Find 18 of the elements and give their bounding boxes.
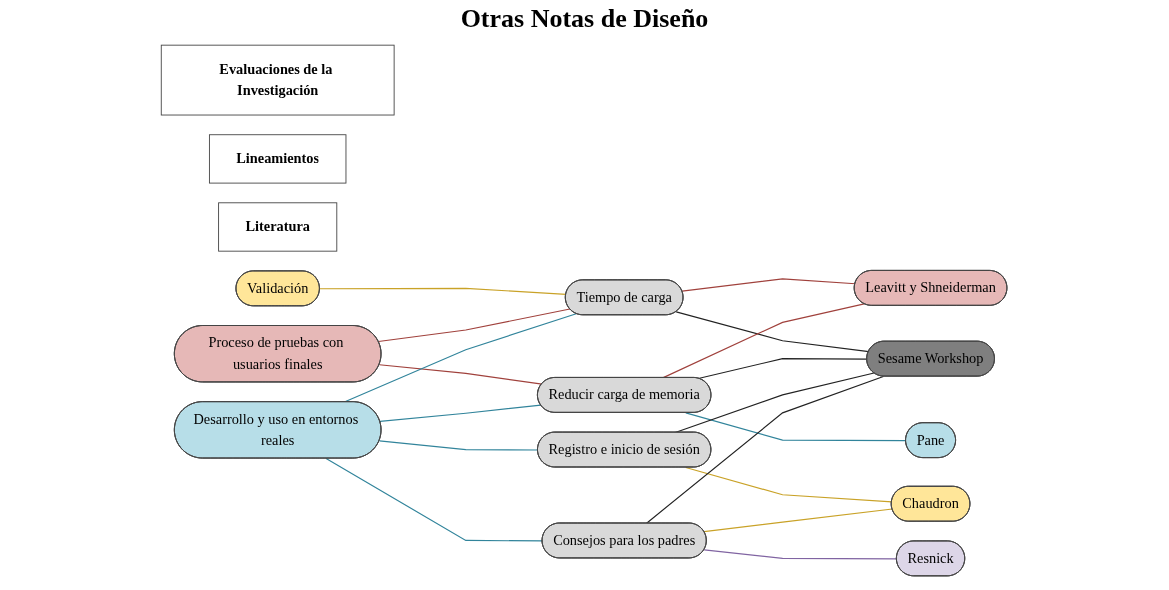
connector: [325, 457, 544, 542]
connector: [704, 549, 898, 560]
connector: [379, 364, 543, 385]
connector: [685, 412, 907, 442]
connector: [703, 508, 894, 533]
diagram-title: Otras Notas de Diseño: [459, 4, 710, 34]
connector: [698, 358, 869, 380]
connector: [676, 311, 870, 353]
connector: [319, 287, 568, 295]
connector: [681, 278, 857, 292]
connector: [344, 313, 578, 403]
connector: [378, 308, 571, 343]
node-box: Evaluaciones de la Investigación: [161, 44, 395, 116]
connector: [379, 440, 539, 451]
connector: [662, 303, 866, 379]
connector: [379, 404, 542, 422]
node-box: Lineamientos: [209, 134, 347, 184]
node-box: Literatura: [218, 202, 338, 252]
